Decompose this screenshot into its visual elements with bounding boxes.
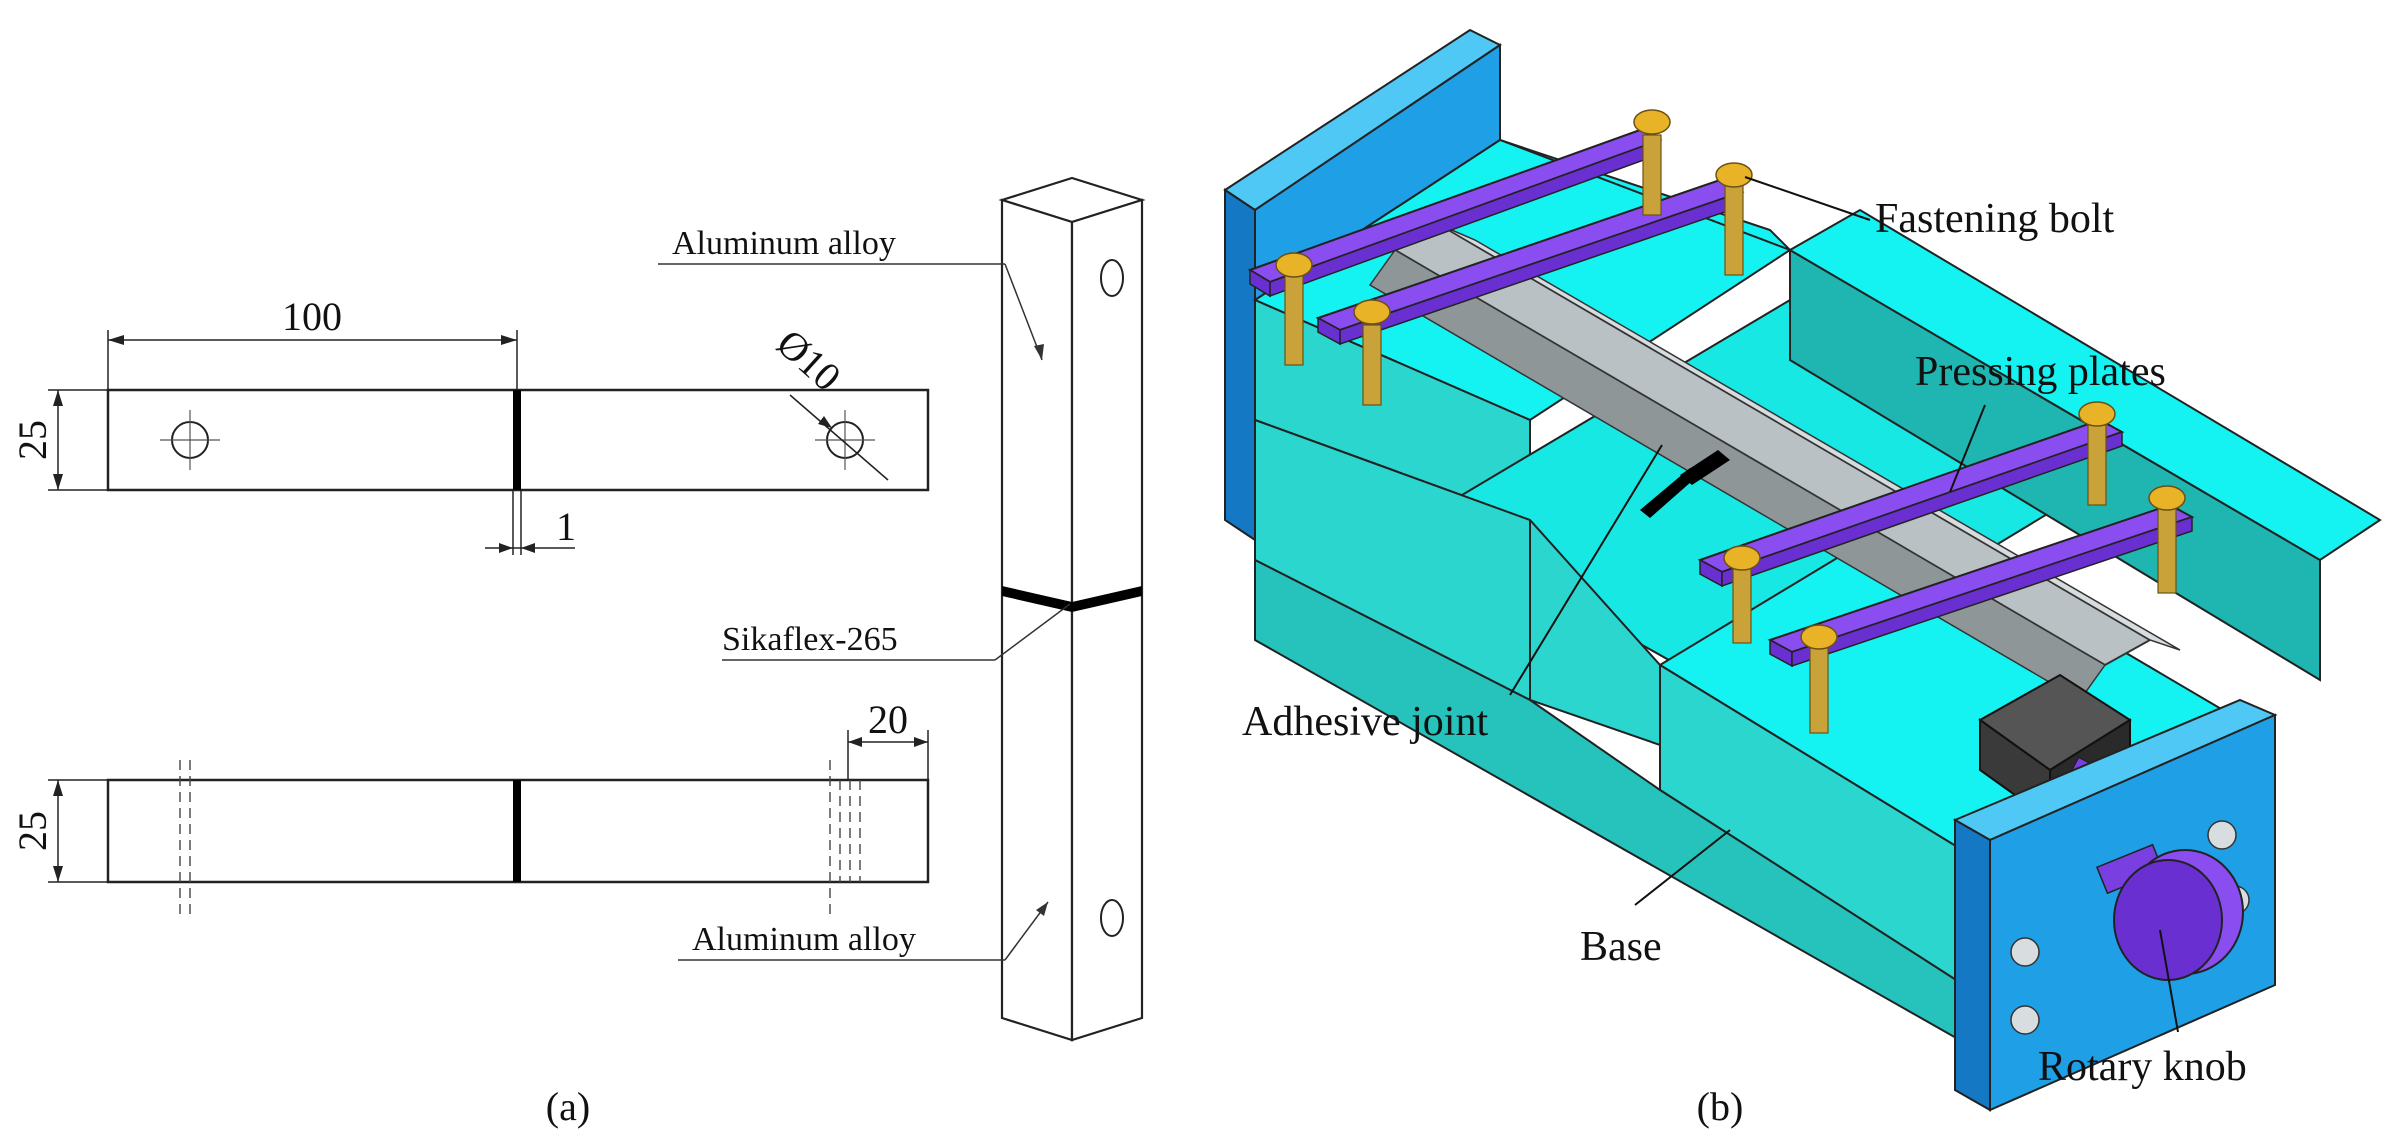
adhesive-layer-side bbox=[513, 780, 521, 882]
pressing-plates-text: Pressing plates bbox=[1915, 349, 2166, 395]
dim-length-text: 100 bbox=[282, 294, 342, 339]
dim-gap-text: 1 bbox=[556, 504, 576, 549]
bar-hole-bottom bbox=[1100, 899, 1124, 937]
adhesive-layer-top bbox=[513, 390, 521, 490]
dimension-gap: 1 bbox=[485, 490, 576, 555]
fastening-bolts bbox=[1275, 109, 2186, 734]
plate-bolt-icon bbox=[2010, 1005, 2040, 1035]
label-aluminum-bottom: Aluminum alloy bbox=[678, 901, 1049, 961]
label-base: Base bbox=[1580, 829, 1731, 970]
bolt-icon bbox=[1633, 109, 1671, 216]
bolt-icon bbox=[1723, 545, 1761, 644]
dim-hole-text: Ø10 bbox=[768, 320, 849, 400]
pressing-plate-1 bbox=[1247, 128, 1663, 298]
pressing-plate-3 bbox=[1697, 418, 2125, 588]
caption-a: (a) bbox=[546, 1084, 590, 1129]
panel-a: 100 25 1 Ø10 bbox=[10, 176, 1146, 1129]
plate-bolt-icon bbox=[2207, 820, 2237, 850]
dim-width-bottom-text: 25 bbox=[10, 811, 55, 851]
specimen-top-view bbox=[106, 388, 930, 492]
aluminum-top-text: Aluminum alloy bbox=[672, 225, 896, 262]
dimension-width-bottom: 25 bbox=[10, 779, 108, 883]
panel-b: Fastening bolt Pressing plates Adhesive … bbox=[1223, 28, 2382, 1129]
aluminum-bottom-text: Aluminum alloy bbox=[692, 921, 916, 958]
adhesive-joint-text: Adhesive joint bbox=[1242, 699, 1488, 745]
dimension-length: 100 bbox=[107, 294, 518, 390]
adhesive-band-left bbox=[1002, 586, 1072, 612]
bolt-icon bbox=[1800, 624, 1838, 734]
dim-offset-text: 20 bbox=[868, 697, 908, 742]
label-rotary-knob: Rotary knob bbox=[2038, 929, 2247, 1090]
caption-b: (b) bbox=[1697, 1084, 1744, 1129]
pressing-plate-4 bbox=[1767, 503, 2195, 668]
base-text: Base bbox=[1580, 924, 1662, 970]
bolt-icon bbox=[2078, 401, 2116, 506]
fastening-bolt-text: Fastening bolt bbox=[1875, 196, 2114, 242]
plate-bolt-icon bbox=[2010, 937, 2040, 967]
bolt-icon bbox=[1715, 162, 1753, 276]
bolt-icon bbox=[2148, 485, 2186, 594]
label-fastening-bolt: Fastening bolt bbox=[1744, 176, 2114, 242]
label-adhesive: Sikaflex-265 bbox=[722, 603, 1071, 661]
dimension-hole-offset: 20 bbox=[847, 697, 929, 780]
label-pressing-plates: Pressing plates bbox=[1915, 349, 2166, 493]
dimension-width-top: 25 bbox=[10, 389, 108, 491]
adhesive-specimen bbox=[1368, 223, 2181, 701]
bar-hole-top bbox=[1100, 259, 1124, 297]
adhesive-band-right bbox=[1072, 586, 1142, 612]
bolt-icon bbox=[1353, 299, 1391, 406]
adhesive-text: Sikaflex-265 bbox=[722, 621, 898, 658]
rotary-knob-text: Rotary knob bbox=[2038, 1044, 2247, 1090]
label-aluminum-top: Aluminum alloy bbox=[658, 225, 1044, 361]
dim-width-top-text: 25 bbox=[10, 420, 55, 460]
bolt-icon bbox=[1275, 252, 1313, 366]
back-end-plate bbox=[1223, 28, 1502, 542]
specimen-side-view bbox=[106, 760, 930, 915]
specimen-3d-bar bbox=[998, 176, 1146, 1042]
label-adhesive-joint: Adhesive joint bbox=[1242, 444, 1663, 745]
